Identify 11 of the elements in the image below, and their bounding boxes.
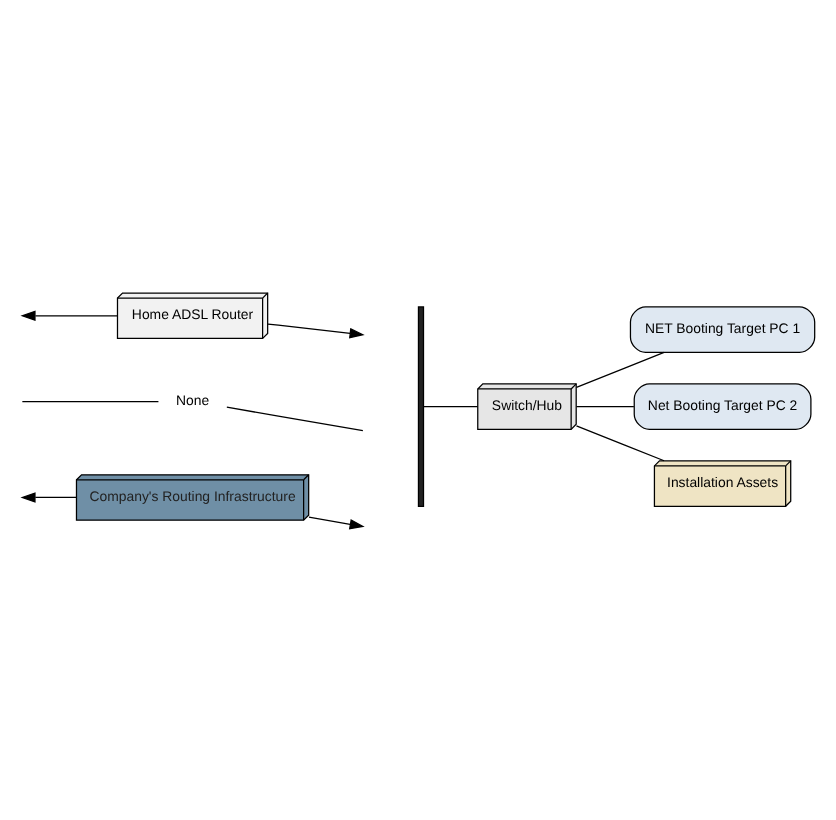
- connector: [575, 351, 665, 388]
- connector: [575, 406, 635, 408]
- arrow: [20, 492, 77, 503]
- arrow: [308, 516, 365, 530]
- connector: [226, 406, 364, 432]
- arrow: [20, 310, 118, 322]
- connector: [575, 425, 665, 462]
- connector: [423, 406, 479, 408]
- connector: [21, 400, 160, 403]
- node-brace: [417, 306, 425, 507]
- arrow: [267, 323, 365, 339]
